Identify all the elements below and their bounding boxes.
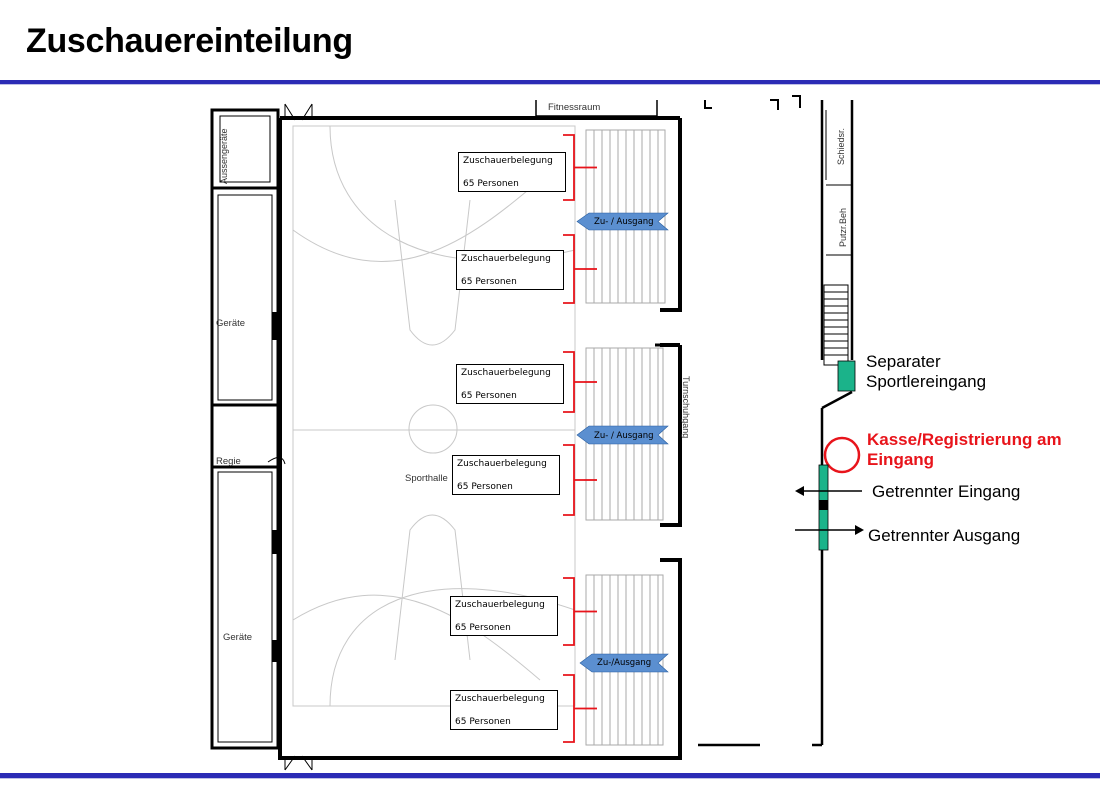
- room-putzr-beh: Putzr.Beh: [838, 207, 848, 247]
- room-geraete-top: Geräte: [216, 318, 246, 329]
- seating-bracket: [563, 577, 584, 646]
- seating-block-6: Zuschauerbelegung 65 Personen: [450, 690, 558, 730]
- seating-block-title: Zuschauerbelegung: [457, 459, 547, 469]
- seating-block-count: 65 Personen: [455, 717, 511, 727]
- footer-rule: [0, 773, 1100, 778]
- seating-block-count: 65 Personen: [463, 179, 519, 189]
- header-rule-shadow: [0, 84, 1100, 85]
- seating-bracket: [563, 674, 584, 743]
- room-regie: Regie: [216, 456, 241, 467]
- legend-ausgang: Getrennter Ausgang: [868, 526, 1021, 545]
- court-lines: [292, 125, 576, 707]
- passage-arrow: [576, 425, 669, 445]
- page-title: Zuschauereinteilung: [26, 22, 353, 60]
- room-sporthalle: Sporthalle: [405, 473, 448, 484]
- seating-brackets: [563, 134, 597, 743]
- header-rule: [0, 80, 1100, 84]
- footer-rule-shadow: [0, 778, 1100, 779]
- passage-label-2: Zu- / Ausgang: [594, 431, 654, 441]
- seating-bracket: [563, 134, 584, 201]
- seating-block-4: Zuschauerbelegung 65 Personen: [452, 455, 560, 495]
- seating-block-3: Zuschauerbelegung 65 Personen: [456, 364, 564, 404]
- walls: [278, 116, 682, 760]
- room-fitnessraum: Fitnessraum: [548, 102, 601, 113]
- room-aussengeraete: Aussengeräte: [219, 128, 229, 184]
- seating-block-5: Zuschauerbelegung 65 Personen: [450, 596, 558, 636]
- passage-label-1: Zu- / Ausgang: [594, 217, 654, 227]
- seating-block-1: Zuschauerbelegung 65 Personen: [458, 152, 566, 192]
- legend-eingang: Getrennter Eingang: [872, 482, 1021, 501]
- seating-bracket: [563, 444, 584, 516]
- seating-block-count: 65 Personen: [455, 623, 511, 633]
- side-rooms: [210, 108, 280, 750]
- legend-kasse: Kasse/Registrierung am Eingang: [867, 430, 1062, 469]
- room-schiedsr: Schiedsr.: [836, 127, 846, 165]
- seating-block-count: 65 Personen: [461, 277, 517, 287]
- room-geraete-bottom: Geräte: [223, 632, 253, 643]
- passage-arrows: [576, 212, 669, 673]
- passage-label-3: Zu-/Ausgang: [597, 658, 652, 668]
- sportlereingang-marker: [837, 360, 856, 392]
- seating-bracket: [563, 234, 584, 304]
- seating-block-title: Zuschauerbelegung: [455, 694, 545, 704]
- seating-block-title: Zuschauerbelegung: [463, 156, 553, 166]
- seating-block-title: Zuschauerbelegung: [461, 254, 551, 264]
- passage-arrow: [579, 653, 669, 673]
- gate-divider: [819, 500, 828, 510]
- room-turnschuhgang: Turnschuhgang: [681, 376, 691, 439]
- seating-block-count: 65 Personen: [457, 482, 513, 492]
- kasse-circle: [823, 436, 861, 474]
- seating-block-title: Zuschauerbelegung: [455, 600, 545, 610]
- seating-block-count: 65 Personen: [461, 391, 517, 401]
- legend-sportlereingang: Separater Sportlereingang: [866, 352, 987, 391]
- passage-arrow: [576, 212, 669, 231]
- seating-bracket: [563, 351, 584, 413]
- seating-block-2: Zuschauerbelegung 65 Personen: [456, 250, 564, 290]
- seating-block-title: Zuschauerbelegung: [461, 368, 551, 378]
